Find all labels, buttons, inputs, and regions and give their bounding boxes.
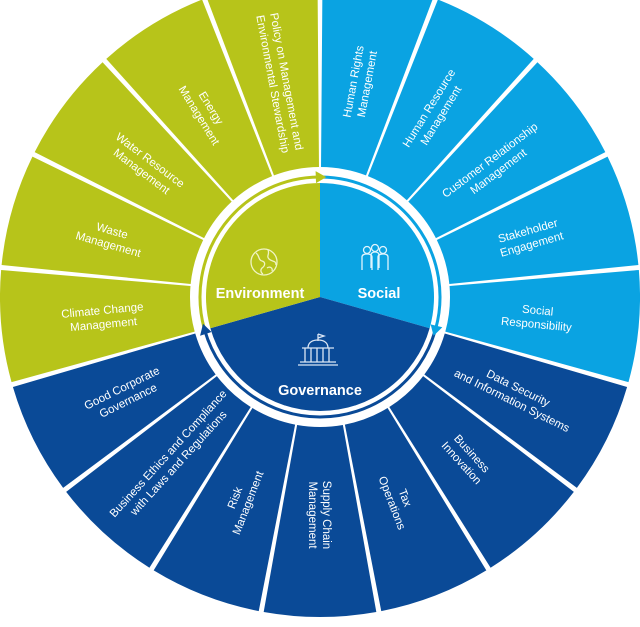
segment-label: Human RightsManagement — [342, 44, 381, 121]
segment-social: SocialResponsibility — [445, 269, 640, 383]
ring-arrow-icon — [200, 323, 212, 336]
governance-thin-ring — [203, 330, 437, 419]
segment-label-line: Social — [521, 304, 553, 319]
social-center-sector — [320, 183, 434, 329]
segment-shape — [389, 376, 574, 568]
segment-shape — [1, 156, 204, 284]
globe-icon — [250, 248, 278, 276]
government-building-icon — [298, 333, 338, 366]
segment-shape — [0, 269, 195, 383]
segment-shape — [66, 376, 251, 568]
segment-shape — [436, 156, 639, 284]
segment-label-line: Supply Chain — [320, 481, 332, 549]
segment-governance: TaxOperations — [344, 408, 487, 612]
segment-governance: RiskManagement — [153, 408, 296, 612]
social-thin-ring — [321, 175, 442, 330]
environment-center-sector — [206, 183, 320, 329]
segment-shape — [153, 408, 296, 612]
center-sectors — [198, 175, 442, 419]
segment-shape — [207, 0, 319, 176]
governance-center-label: Governance — [278, 383, 362, 399]
segment-shape — [321, 0, 433, 176]
segment-shape — [106, 0, 273, 201]
segment-label: Supply ChainManagement — [306, 481, 332, 550]
segment-governance: BusinessInnovation — [389, 376, 574, 568]
segment-shape — [445, 269, 640, 383]
segment-shape — [424, 333, 628, 488]
segment-social: Human ResourceManagement — [367, 0, 534, 201]
segment-environment: Climate ChangeManagement — [0, 269, 195, 383]
segment-shape — [263, 424, 377, 617]
ring-arrows — [200, 171, 443, 336]
governance-center-sector — [210, 297, 430, 411]
segment-social: Human RightsManagement — [321, 0, 433, 176]
segment-governance: Supply ChainManagement — [263, 424, 377, 617]
ring-arrow-icon — [430, 324, 443, 336]
segment-environment: WasteManagement — [1, 156, 204, 284]
people-icon — [361, 243, 389, 270]
environment-thin-ring — [198, 175, 319, 330]
segment-social: StakeholderEngagement — [436, 156, 639, 284]
segment-governance: Good CorporateGovernance — [12, 333, 216, 488]
segment-label-line: Management — [306, 481, 318, 549]
segment-shape — [367, 0, 534, 201]
segment-shape — [408, 62, 606, 239]
segment-environment: Water ResourceManagement — [34, 62, 232, 239]
segment-environment: Policy on Management andEnvironmental St… — [207, 0, 319, 176]
segment-environment: EnergyManagement — [106, 0, 273, 201]
social-center-label: Social — [358, 286, 401, 302]
segment-shape — [12, 333, 216, 488]
environment-center-label: Environment — [216, 286, 305, 302]
segment-shape — [34, 62, 232, 239]
ring-arrow-icon — [315, 171, 327, 184]
segment-shape — [344, 408, 487, 612]
